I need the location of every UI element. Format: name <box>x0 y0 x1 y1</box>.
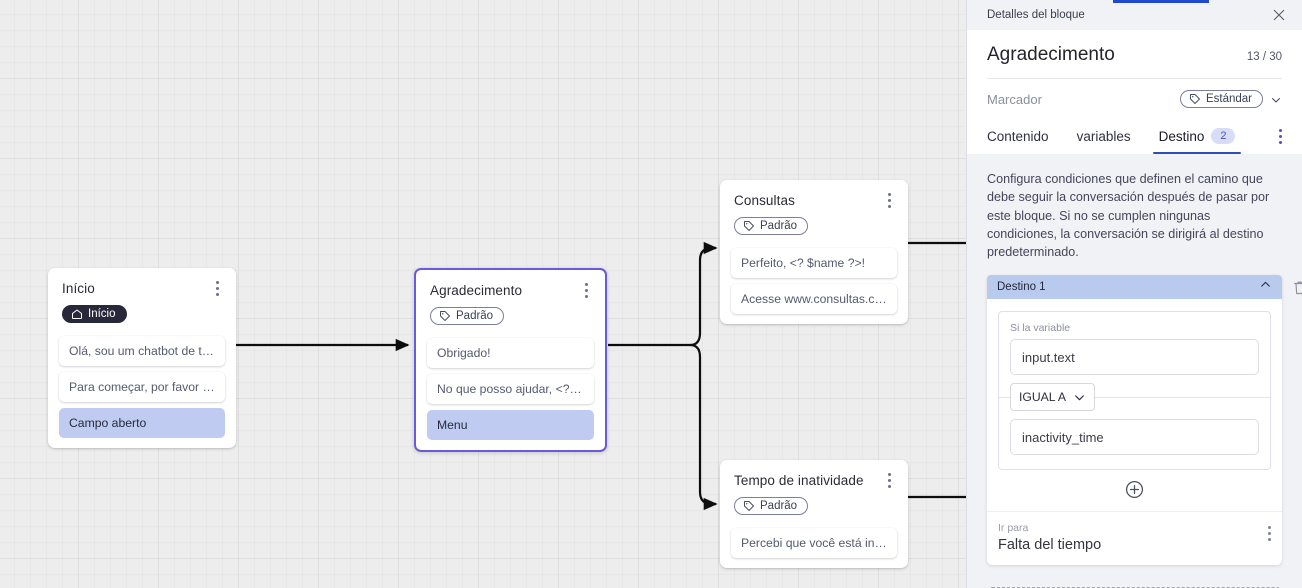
block-details-panel: Detalles del bloque Agradecimento 13 / 3… <box>966 0 1302 588</box>
node-badge-row: Início <box>48 296 236 336</box>
tab-label: Destino <box>1158 128 1205 144</box>
node-header: Tempo de inatividade <box>720 460 908 488</box>
flow-node-consultas[interactable]: Consultas Padrão Perfeito, <? $name ?>! … <box>720 180 908 324</box>
node-menu-button[interactable] <box>578 281 594 299</box>
destination-wrapper: Destino 1 Si la variable input.text IGUA… <box>987 275 1302 566</box>
node-message[interactable]: Acesse www.consultas.com par... <box>731 284 897 314</box>
condition-label: Si la variable <box>1010 322 1071 335</box>
goto-section: Ir para Falta del tiempo <box>987 511 1282 565</box>
node-title: Início <box>62 281 95 296</box>
node-message-highlighted[interactable]: Menu <box>427 410 594 440</box>
marker-badge-label: Estándar <box>1205 93 1252 105</box>
home-icon <box>72 309 82 319</box>
node-messages: Olá, sou um chatbot de teste! Para começ… <box>48 336 236 448</box>
chevron-up-icon[interactable] <box>1259 278 1272 296</box>
node-badge-label: Padrão <box>456 310 494 322</box>
destination-title: Destino 1 <box>997 281 1046 294</box>
comparison-value-field[interactable]: inactivity_time <box>1010 419 1259 456</box>
tab-label: variables <box>1076 128 1131 144</box>
node-menu-button[interactable] <box>209 279 225 297</box>
chevron-down-icon <box>1075 395 1084 401</box>
tabs-overflow-menu-button[interactable] <box>1279 123 1282 150</box>
node-header: Início <box>48 268 236 296</box>
variable-field[interactable]: input.text <box>1010 339 1259 376</box>
tag-icon <box>744 221 754 231</box>
char-counter: 13 / 30 <box>1246 51 1282 63</box>
goto-text: Ir para Falta del tiempo <box>998 522 1101 553</box>
destination-card: Destino 1 Si la variable input.text IGUA… <box>987 275 1282 566</box>
node-message[interactable]: Para começar, por favor digite o ... <box>59 372 225 402</box>
node-title: Agradecimento <box>430 283 523 298</box>
tab-destino[interactable]: Destino 2 <box>1152 119 1242 154</box>
node-title: Consultas <box>734 193 795 208</box>
node-badge[interactable]: Padrão <box>734 217 809 235</box>
node-messages: Percebi que você está inativo. C... <box>720 528 908 568</box>
goto-menu-button[interactable] <box>1268 522 1271 542</box>
node-badge-label: Padrão <box>760 220 798 232</box>
node-message[interactable]: No que posso ajudar, <? $name ... <box>427 374 594 404</box>
node-messages: Perfeito, <? $name ?>! Acesse www.consul… <box>720 248 908 324</box>
page-title: Agradecimento <box>987 44 1115 65</box>
marker-row: Marcador Estándar <box>987 79 1282 119</box>
node-message[interactable]: Perfeito, <? $name ?>! <box>731 248 897 278</box>
node-header: Agradecimento <box>416 270 605 298</box>
node-badge[interactable]: Início <box>62 305 127 323</box>
node-badge-row: Padrão <box>416 298 605 338</box>
node-badge[interactable]: Padrão <box>734 497 809 515</box>
condition-group: Si la variable input.text IGUAL A inacti… <box>998 311 1271 471</box>
node-menu-button[interactable] <box>881 471 897 489</box>
tab-label: Contenido <box>987 128 1049 144</box>
goto-value[interactable]: Falta del tiempo <box>998 537 1102 554</box>
node-badge-label: Padrão <box>760 500 798 512</box>
top-accent-bar <box>1113 0 1209 3</box>
operator-select[interactable]: IGUAL A <box>1010 383 1095 412</box>
node-header: Consultas <box>720 180 908 208</box>
node-badge[interactable]: Padrão <box>430 307 505 325</box>
panel-content: Configura condiciones que definen el cam… <box>967 154 1302 588</box>
flow-node-tempo-de-inatividade[interactable]: Tempo de inatividade Padrão Percebi que … <box>720 460 908 568</box>
marker-label: Marcador <box>987 91 1042 107</box>
tab-badge-count: 2 <box>1211 128 1236 144</box>
node-message[interactable]: Obrigado! <box>427 338 594 368</box>
tag-icon <box>1189 94 1200 104</box>
add-condition-row <box>987 470 1282 511</box>
node-badge-row: Padrão <box>720 208 908 248</box>
trash-icon[interactable] <box>1292 279 1302 296</box>
tag-icon <box>744 501 754 511</box>
chevron-down-icon[interactable] <box>1270 93 1282 105</box>
node-title: Tempo de inatividade <box>734 473 864 488</box>
node-badge-label: Início <box>88 308 116 320</box>
panel-header-title: Detalles del bloque <box>987 9 1085 21</box>
plus-circle-icon[interactable] <box>1125 480 1144 499</box>
tab-variables[interactable]: variables <box>1077 120 1131 154</box>
tag-icon <box>440 311 450 321</box>
close-icon[interactable] <box>1270 6 1288 24</box>
flow-canvas[interactable]: Início Início Olá, sou um chatbot de tes… <box>0 0 966 588</box>
marker-badge[interactable]: Estándar <box>1179 90 1263 108</box>
node-messages: Obrigado! No que posso ajudar, <? $name … <box>416 338 605 450</box>
operator-label: IGUAL A <box>1019 390 1066 405</box>
flow-node-agradecimento[interactable]: Agradecimento Padrão Obrigado! No que po… <box>414 268 607 452</box>
panel-tabs: Contenido variables Destino 2 <box>987 119 1282 154</box>
node-message-highlighted[interactable]: Campo aberto <box>59 408 225 438</box>
tab-contenido[interactable]: Contenido <box>987 120 1049 154</box>
node-message[interactable]: Percebi que você está inativo. C... <box>731 528 897 558</box>
goto-label: Ir para <box>998 522 1029 535</box>
block-title-row: Agradecimento 13 / 30 <box>987 30 1282 79</box>
destino-description: Configura condiciones que definen el cam… <box>987 172 1270 259</box>
panel-header: Detalles del bloque <box>967 0 1302 30</box>
node-menu-button[interactable] <box>881 191 897 209</box>
operator-row: IGUAL A <box>999 383 1270 412</box>
flow-node-inicio[interactable]: Início Início Olá, sou um chatbot de tes… <box>48 268 236 448</box>
destination-header[interactable]: Destino 1 <box>987 275 1282 300</box>
panel-top-section: Agradecimento 13 / 30 Marcador Estándar <box>967 30 1302 154</box>
node-badge-row: Padrão <box>720 488 908 528</box>
marker-control[interactable]: Estándar <box>1179 90 1282 108</box>
node-message[interactable]: Olá, sou um chatbot de teste! <box>59 336 225 366</box>
